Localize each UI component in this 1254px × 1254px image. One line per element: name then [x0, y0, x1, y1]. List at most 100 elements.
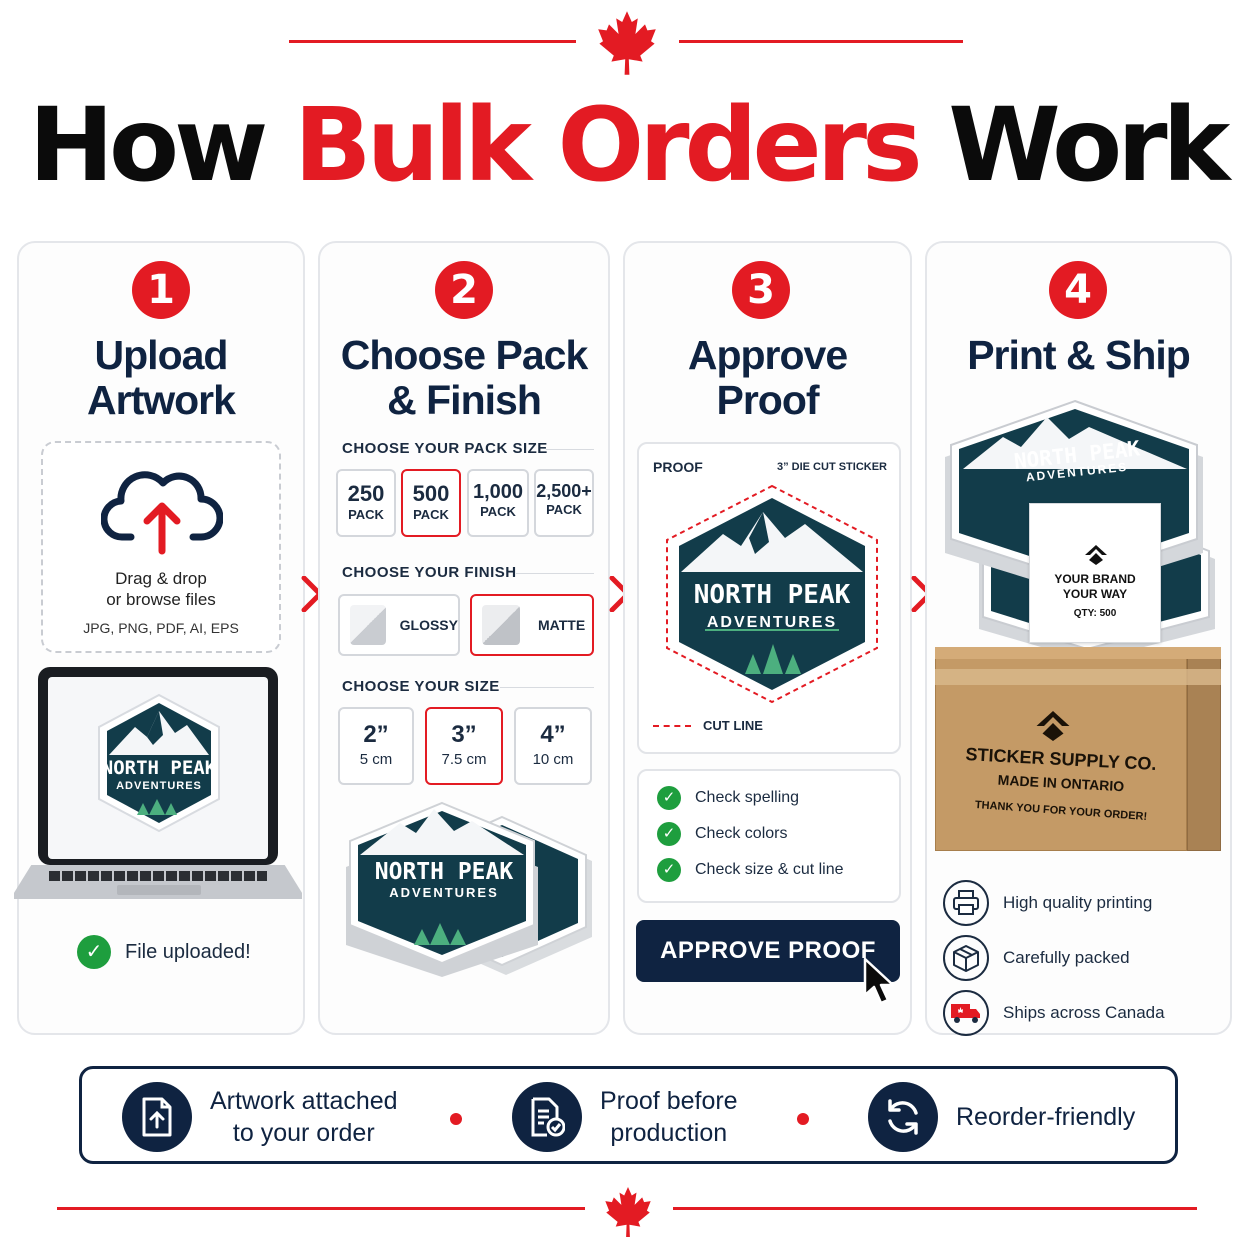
- shipping-box: STICKER SUPPLY CO. MADE IN ONTARIO THANK…: [935, 647, 1221, 863]
- band-line1: YOUR BRAND: [1054, 572, 1136, 586]
- browse-files-link[interactable]: or browse files: [106, 590, 216, 609]
- size-inch: 3”: [451, 721, 477, 748]
- approve-proof-button[interactable]: APPROVE PROOF: [636, 920, 900, 982]
- laptop-illustration: NORTH PEAK ADVENTURES: [14, 667, 307, 907]
- proof-sticker: [666, 484, 878, 704]
- check-circle-icon: ✓: [657, 858, 681, 882]
- upload-status-text: File uploaded!: [125, 940, 251, 963]
- title-part-work: Work: [948, 86, 1230, 205]
- size-option-3in[interactable]: 3” 7.5 cm: [425, 707, 503, 785]
- brand-band-label: YOUR BRAND YOUR WAY QTY: 500: [1029, 503, 1161, 643]
- check-item-label: Check size & cut line: [695, 861, 844, 878]
- benefits-bar: Artwork attached to your order Proof bef…: [79, 1066, 1178, 1164]
- sticker-text-line1: NORTH PEAK: [101, 757, 217, 779]
- cloud-upload-icon: [101, 471, 223, 555]
- pack-option-500[interactable]: 500 PACK: [401, 469, 461, 537]
- bottom-divider-right: [673, 1207, 1197, 1210]
- step-title-choose-pack: Choose Pack & Finish: [320, 333, 608, 423]
- step-title-line: Approve: [687, 332, 848, 378]
- title-part-how: How: [28, 86, 269, 205]
- sticker-text-line2: ADVENTURES: [389, 885, 499, 900]
- sticker-text-line1: NORTH PEAK: [374, 859, 514, 885]
- file-upload-icon: [122, 1082, 192, 1152]
- benefit-proof-before-production: Proof before production: [512, 1081, 738, 1153]
- feature-label: Ships across Canada: [1003, 1003, 1165, 1022]
- step-title-upload: Upload Artwork: [19, 333, 303, 423]
- maple-leaf-icon: [605, 1186, 651, 1238]
- benefit-line: Artwork attached: [210, 1087, 398, 1115]
- pack-option-2500[interactable]: 2,500+ PACK: [534, 469, 594, 537]
- pack-option-1000[interactable]: 1,000 PACK: [467, 469, 529, 537]
- sticker-text-line1: NORTH PEAK: [693, 580, 851, 610]
- pack-value: 250: [347, 481, 385, 506]
- check-item-size: ✓ Check size & cut line: [657, 857, 844, 883]
- file-drop-zone[interactable]: Drag & drop or browse files JPG, PNG, PD…: [41, 441, 281, 653]
- size-option-2in[interactable]: 2” 5 cm: [338, 707, 414, 785]
- band-line2: YOUR WAY: [1062, 587, 1128, 601]
- finish-label: GLOSSY: [399, 617, 458, 633]
- feature-packing: Carefully packed: [943, 934, 1130, 982]
- benefit-text: Reorder-friendly: [956, 1101, 1135, 1133]
- step-number-2: 2: [435, 261, 493, 319]
- refresh-icon: [868, 1082, 938, 1152]
- step-card-choose-pack: 2 Choose Pack & Finish CHOOSE YOUR PACK …: [318, 241, 610, 1035]
- step-title-print-ship: Print & Ship: [967, 332, 1191, 378]
- cut-line-legend: CUT LINE: [653, 718, 763, 733]
- step-title-line: & Finish: [387, 377, 542, 423]
- feature-shipping: Ships across Canada: [943, 989, 1165, 1037]
- sticker-text-line2: ADVENTURES: [116, 780, 202, 792]
- bottom-divider-left: [57, 1207, 585, 1210]
- size-option-4in[interactable]: 4” 10 cm: [514, 707, 592, 785]
- step-number-3: 3: [732, 261, 790, 319]
- pack-value: 2,500+: [536, 481, 592, 501]
- check-item-spelling: ✓Check spelling: [657, 785, 799, 811]
- package-icon: [943, 935, 989, 981]
- benefit-reorder-friendly: Reorder-friendly: [868, 1081, 1135, 1153]
- glossy-swatch-icon: [350, 605, 386, 645]
- size-cm: 7.5 cm: [441, 751, 487, 768]
- check-item-label: Check colors: [695, 825, 788, 842]
- separator-dot: [797, 1113, 809, 1125]
- benefit-artwork-attached: Artwork attached to your order: [122, 1081, 398, 1153]
- accepted-formats: JPG, PNG, PDF, AI, EPS: [83, 620, 239, 636]
- step-title-line: Artwork: [87, 377, 236, 423]
- brand-logo-icon: [1085, 545, 1107, 565]
- step-card-print-ship: 4 Print & Ship NORTH PEAK ADVENTURES YOU…: [925, 241, 1232, 1037]
- check-circle-icon: ✓: [657, 822, 681, 846]
- proof-checklist: ✓Check spelling ✓ Check colors ✓ Check siz…: [637, 769, 901, 903]
- check-item-colors: ✓ Check colors: [657, 821, 787, 847]
- step-card-upload: 1 Upload Artwork Drag & drop or browse f…: [14, 241, 307, 1035]
- upload-status: ✓ File uploaded!: [77, 935, 251, 969]
- maple-leaf-icon: [598, 11, 656, 75]
- step-title-approve-proof: Approve Proof: [625, 333, 910, 423]
- step-number-4: 4: [1049, 261, 1107, 319]
- finish-option-matte[interactable]: MATTE: [470, 594, 594, 656]
- check-circle-icon: ✓: [77, 935, 111, 969]
- proof-label: PROOF: [653, 459, 703, 475]
- document-check-icon: [512, 1082, 582, 1152]
- delivery-truck-icon: [943, 990, 989, 1036]
- feature-printing: High quality printing: [943, 879, 1152, 927]
- benefit-line: production: [610, 1119, 728, 1147]
- step-card-approve-proof: 3 Approve Proof PROOF 3” DIE CUT STICKER…: [623, 241, 912, 1035]
- pack-option-250[interactable]: 250 PACK: [336, 469, 396, 537]
- page-title: How Bulk Orders Work: [0, 89, 1254, 202]
- size-heading: CHOOSE YOUR SIZE: [342, 678, 500, 695]
- north-peak-sticker: [98, 693, 220, 833]
- top-divider-left: [289, 40, 576, 43]
- drag-drop-text: Drag & drop: [115, 569, 207, 588]
- step-title-line: Proof: [716, 377, 819, 423]
- size-inch: 4”: [540, 721, 566, 748]
- step-number-1: 1: [132, 261, 190, 319]
- pack-size-heading: CHOOSE YOUR PACK SIZE: [342, 440, 548, 457]
- mouse-cursor-icon: [863, 957, 895, 1005]
- band-qty: QTY: 500: [1073, 608, 1117, 619]
- proof-preview: PROOF 3” DIE CUT STICKER NORTH PEAK ADVE…: [637, 442, 901, 754]
- separator-dot: [450, 1113, 462, 1125]
- check-circle-icon: ✓: [657, 786, 681, 810]
- benefit-line: Reorder-friendly: [956, 1103, 1136, 1131]
- brand-logo-icon: [1036, 711, 1070, 741]
- finish-option-glossy[interactable]: GLOSSY: [338, 594, 460, 656]
- top-divider-right: [679, 40, 963, 43]
- proof-spec: 3” DIE CUT STICKER: [776, 461, 887, 473]
